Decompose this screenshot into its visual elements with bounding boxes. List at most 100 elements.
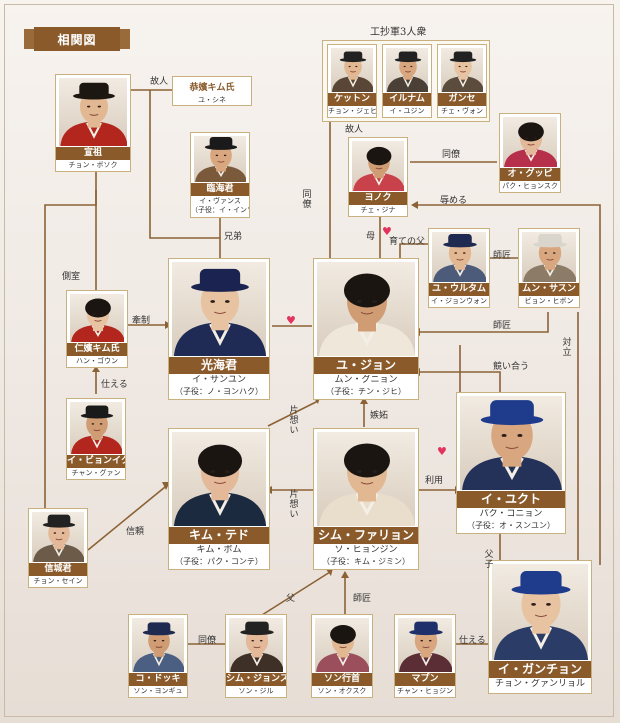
character-name: ガンセ <box>438 93 486 106</box>
actor-name: ソ・ヒョンジン <box>334 545 398 555</box>
child-actor-name: （子役：チン・ジヒ） <box>326 387 406 396</box>
portrait-ibyeok <box>70 402 122 454</box>
character-card-ilnam: イルナムイ・ユジン <box>382 44 432 118</box>
character-card-gangse: ガンセチェ・ヴォン <box>437 44 487 118</box>
character-name: コ・ドッキ <box>129 673 187 686</box>
rel-devotion: 牽制 <box>132 316 151 326</box>
portrait-simjong <box>229 618 283 672</box>
portrait-yonok <box>352 141 404 191</box>
page-title: 相関図 <box>57 33 97 47</box>
character-card-yujeong: ユ・ジョンムン・グニョン（子役：チン・ジヒ） <box>313 258 419 400</box>
character-name: 恭嬪キム氏 <box>189 83 235 93</box>
portrait-gwanghae <box>172 262 266 356</box>
portrait-seonjo <box>59 78 127 146</box>
character-card-sim: シム・ファリョンソ・ヒョンジン （子役：キム・ジミン） <box>313 428 419 570</box>
character-name: ムン・サスン <box>519 283 579 296</box>
character-card-injin: 仁嬪キム氏ハン・ゴウン <box>66 290 128 368</box>
character-card-kimtedo: キム・テドキム・ボム（子役：パク・コンテ） <box>168 428 270 570</box>
character-name: ヨノク <box>349 192 407 205</box>
character-name: ユ・ジョン <box>314 357 418 374</box>
rel-fatherson: 父子 <box>484 550 494 570</box>
character-card-kim: 恭嬪キム氏ユ・シネ <box>172 76 252 106</box>
portrait-ilnam <box>386 48 428 92</box>
actor-name: イ・サンユン <box>191 375 246 385</box>
heart-icon: ♥ <box>286 314 296 327</box>
portrait-sinseong <box>32 512 84 562</box>
character-card-ogupi: オ・グッピパク・ヒョンスク <box>499 113 561 193</box>
actor-name: パク・ヒョンスク <box>502 182 558 190</box>
rel-jealousy: 嫉妬 <box>370 411 389 421</box>
arrow-yonok <box>411 201 418 209</box>
character-name: イ・ビョンイク <box>67 455 125 468</box>
portrait-kodok <box>132 618 184 672</box>
actor-name: イ・ユジン <box>389 107 425 115</box>
character-card-ibyeok: イ・ビョンイクチャン・グァン <box>66 398 126 480</box>
line-iyuk-yujeong <box>420 371 501 392</box>
rel-unrequited1: 片想い <box>289 406 299 436</box>
character-name: 信城君 <box>29 563 87 576</box>
character-card-yuulm: ユ・ウルタムイ・ジョンウォン <box>428 228 490 308</box>
actor-name: チョン・グァンリョル <box>494 679 585 689</box>
character-card-igang: イ・ガンチョンチョン・グァンリョル <box>488 560 592 694</box>
line-seonjo-sinseong <box>44 190 97 512</box>
rel-unrequited2: 片想い <box>289 490 299 520</box>
rel-compete: 競い合う <box>493 362 530 372</box>
portrait-kettong <box>331 48 373 92</box>
actor-name: チェ・ヴォン <box>441 107 483 115</box>
heart-icon: ♥ <box>437 445 447 458</box>
rel-concubine: 側室 <box>62 272 81 282</box>
arrow-injin <box>92 366 100 372</box>
child-actor-name: （子役：パク・コンテ） <box>175 557 263 566</box>
character-name: 宣祖 <box>56 147 130 160</box>
actor-name: チョン・ボソク <box>68 161 118 169</box>
actor-name: チェ・ジナ <box>360 206 396 214</box>
portrait-yuulm <box>432 232 486 282</box>
portrait-imhae <box>194 136 246 182</box>
rel-opposed: 対立 <box>562 338 572 358</box>
rel-serve1: 仕える <box>101 380 128 390</box>
actor-name: チャン・グァン <box>71 469 121 477</box>
character-name: イ・ユクト <box>457 491 565 508</box>
character-name: イ・ガンチョン <box>489 661 591 678</box>
actor-name: イ・ヴァンス <box>199 197 241 205</box>
rel-master3: 師匠 <box>353 594 372 604</box>
portrait-ogupi <box>503 117 557 167</box>
arrow-sim2 <box>341 571 349 578</box>
character-card-kodok: コ・ドッキソン・ヨンギュ <box>128 614 188 698</box>
actor-name: ユ・シネ <box>198 96 226 104</box>
character-card-seonjo: 宣祖チョン・ボソク <box>55 74 131 172</box>
child-actor-name: （子役：キム・ジミン） <box>322 557 410 566</box>
character-name: ケットン <box>328 93 376 106</box>
line-yuulm-yujeong <box>399 243 428 258</box>
character-name: マプン <box>395 673 455 686</box>
character-card-gwanghae: 光海君イ・サンユン（子役：ノ・ヨンハク） <box>168 258 270 400</box>
rel-use: 利用 <box>425 476 444 486</box>
character-name: シム・ファリョン <box>314 527 418 544</box>
portrait-gangse <box>441 48 483 92</box>
line-tedo-yujeong <box>267 400 319 427</box>
child-actor-name: （子役：オ・スンユン） <box>467 521 555 530</box>
portrait-injin <box>70 294 124 342</box>
character-name: 仁嬪キム氏 <box>67 343 127 356</box>
character-name: ソン行首 <box>312 673 372 686</box>
rel-master2: 師匠 <box>493 321 512 331</box>
rel-enemy2: 故人 <box>345 125 364 135</box>
line-igang-yonok <box>418 204 601 565</box>
line-sinseong-tedo <box>87 486 166 551</box>
character-name: オ・グッピ <box>500 168 560 181</box>
actor-name: チョン・セイン <box>33 577 83 585</box>
arrow-yujeong2 <box>360 397 368 404</box>
character-card-son: ソン行首ソン・オクスク <box>311 614 373 698</box>
rel-father: 父 <box>286 594 296 604</box>
rel-master1: 師匠 <box>493 251 512 261</box>
character-name: イルナム <box>383 93 431 106</box>
character-card-simjong: シム・ジョンスソン・ジル <box>225 614 287 698</box>
rel-brother: 兄弟 <box>224 232 243 242</box>
portrait-mun <box>522 232 576 282</box>
rel-coworker1: 同僚 <box>302 190 312 210</box>
rel-trust: 信頼 <box>126 527 145 537</box>
title-badge: 相関図 <box>24 25 130 53</box>
